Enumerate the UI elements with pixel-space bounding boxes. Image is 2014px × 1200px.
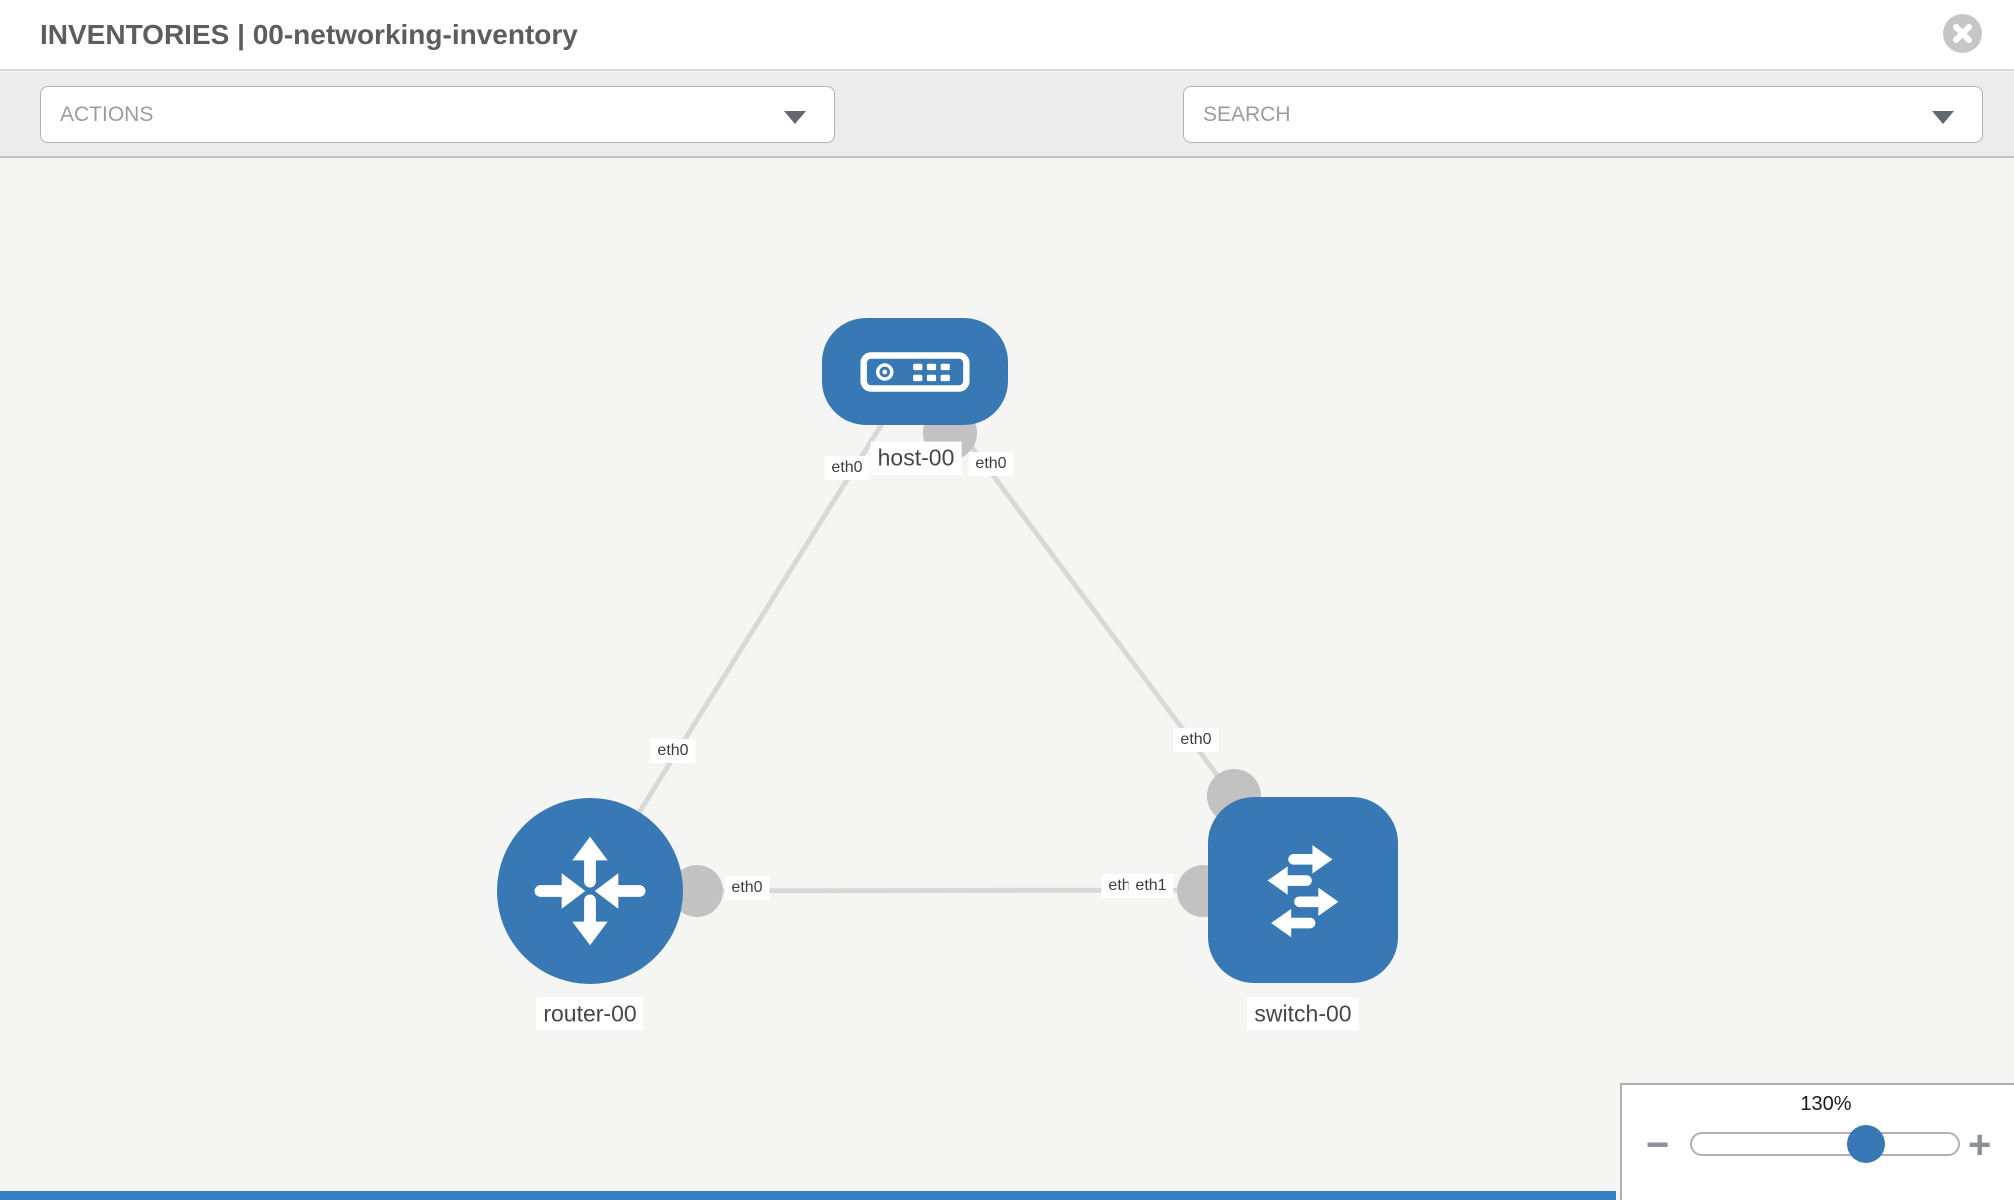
chevron-down-icon — [1932, 111, 1954, 124]
actions-dropdown[interactable]: ACTIONS — [40, 86, 835, 143]
zoom-in-button[interactable]: + — [1968, 1123, 1992, 1167]
zoom-slider-handle[interactable] — [1847, 1125, 1885, 1163]
header: INVENTORIES | 00-networking-inventory — [0, 0, 2014, 71]
interface-label: eth0 — [1173, 728, 1219, 752]
node-label-switch: switch-00 — [1247, 997, 1359, 1031]
interface-label: eth0 — [650, 739, 696, 763]
interface-label: eth0 — [824, 456, 870, 480]
server-icon — [860, 351, 970, 392]
topology-canvas[interactable]: eth0 host-00 eth0 eth0 eth0 router-00 et… — [0, 158, 2014, 1200]
actions-dropdown-label: ACTIONS — [60, 102, 154, 126]
interface-label: eth0 — [724, 876, 770, 900]
node-router-00[interactable] — [497, 798, 683, 984]
bottom-panel-edge — [0, 1191, 1616, 1200]
chevron-down-icon — [784, 111, 806, 124]
interface-label: eth1 — [1128, 874, 1174, 898]
zoom-slider-track[interactable] — [1690, 1125, 1960, 1163]
zoom-percent-label: 130% — [1800, 1093, 1852, 1115]
node-label-router: router-00 — [536, 997, 644, 1031]
interface-circle-router[interactable] — [671, 865, 723, 917]
zoom-out-button[interactable]: − — [1646, 1123, 1670, 1167]
page-title: INVENTORIES | 00-networking-inventory — [40, 19, 578, 50]
zoom-control-panel: 130% − + — [1620, 1083, 2014, 1200]
node-switch-00[interactable] — [1208, 797, 1398, 983]
search-input[interactable] — [1184, 102, 1884, 127]
close-icon[interactable] — [1943, 14, 1982, 53]
switch-arrows-icon — [1267, 845, 1339, 938]
toolbar: ACTIONS — [0, 72, 2014, 202]
node-host-00[interactable] — [822, 318, 1008, 425]
search-dropdown[interactable] — [1183, 86, 1983, 143]
interface-label: eth0 — [968, 452, 1014, 476]
node-label-host: host-00 — [870, 441, 962, 475]
router-arrows-icon — [534, 836, 646, 946]
